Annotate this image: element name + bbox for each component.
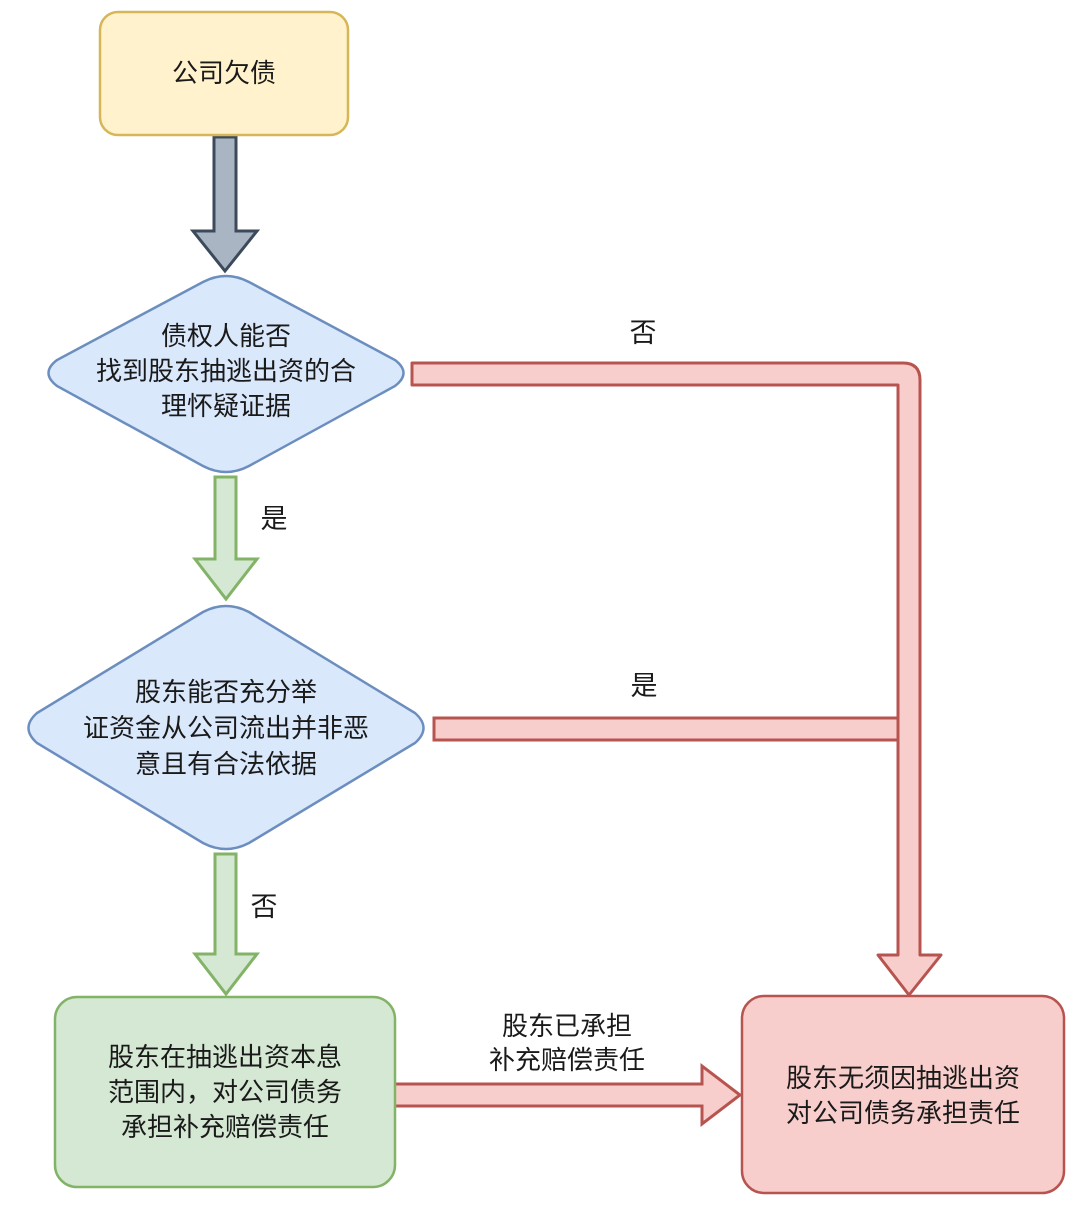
decision-2-line-1: 股东能否充分举 [135,678,317,708]
decision-1-line-2: 找到股东抽逃出资的合 [96,357,356,387]
start-node [98,10,350,137]
red-result-line-2: 对公司债务承担责任 [786,1099,1020,1129]
decision-1-node [47,274,405,474]
paid-label-line-1: 股东已承担 [502,1012,632,1042]
decision-2-line-2: 证资金从公司流出并非恶 [83,714,369,744]
red-result-node [740,994,1066,1195]
q1-yes-arrow [191,475,261,602]
red-result-line-1: 股东无须因抽逃出资 [786,1064,1020,1094]
decision-1-line-1: 债权人能否 [161,322,291,352]
q2-no-arrow [191,852,261,997]
start-to-q1-arrow [189,135,261,274]
green-result-line-1: 股东在抽逃出资本息 [108,1043,342,1073]
q2-yes-arrow [432,716,900,742]
paid-label-line-2: 补充赔偿责任 [489,1046,645,1076]
decision-2-node [27,604,425,851]
q1-no-arrow [410,361,943,997]
decision-2-line-3: 意且有合法依据 [135,750,317,780]
q2-no-label: 否 [251,892,278,923]
start-node-label: 公司欠债 [172,59,276,89]
q1-yes-label: 是 [261,504,288,535]
green-result-node [53,995,397,1189]
green-result-line-3: 承担补充赔偿责任 [121,1113,329,1143]
q1-no-label: 否 [630,318,657,349]
q2-yes-label: 是 [631,671,658,702]
green-result-line-2: 范围内，对公司债务 [108,1078,342,1108]
decision-1-line-3: 理怀疑证据 [161,392,291,422]
green-to-red-arrow [389,1062,743,1128]
